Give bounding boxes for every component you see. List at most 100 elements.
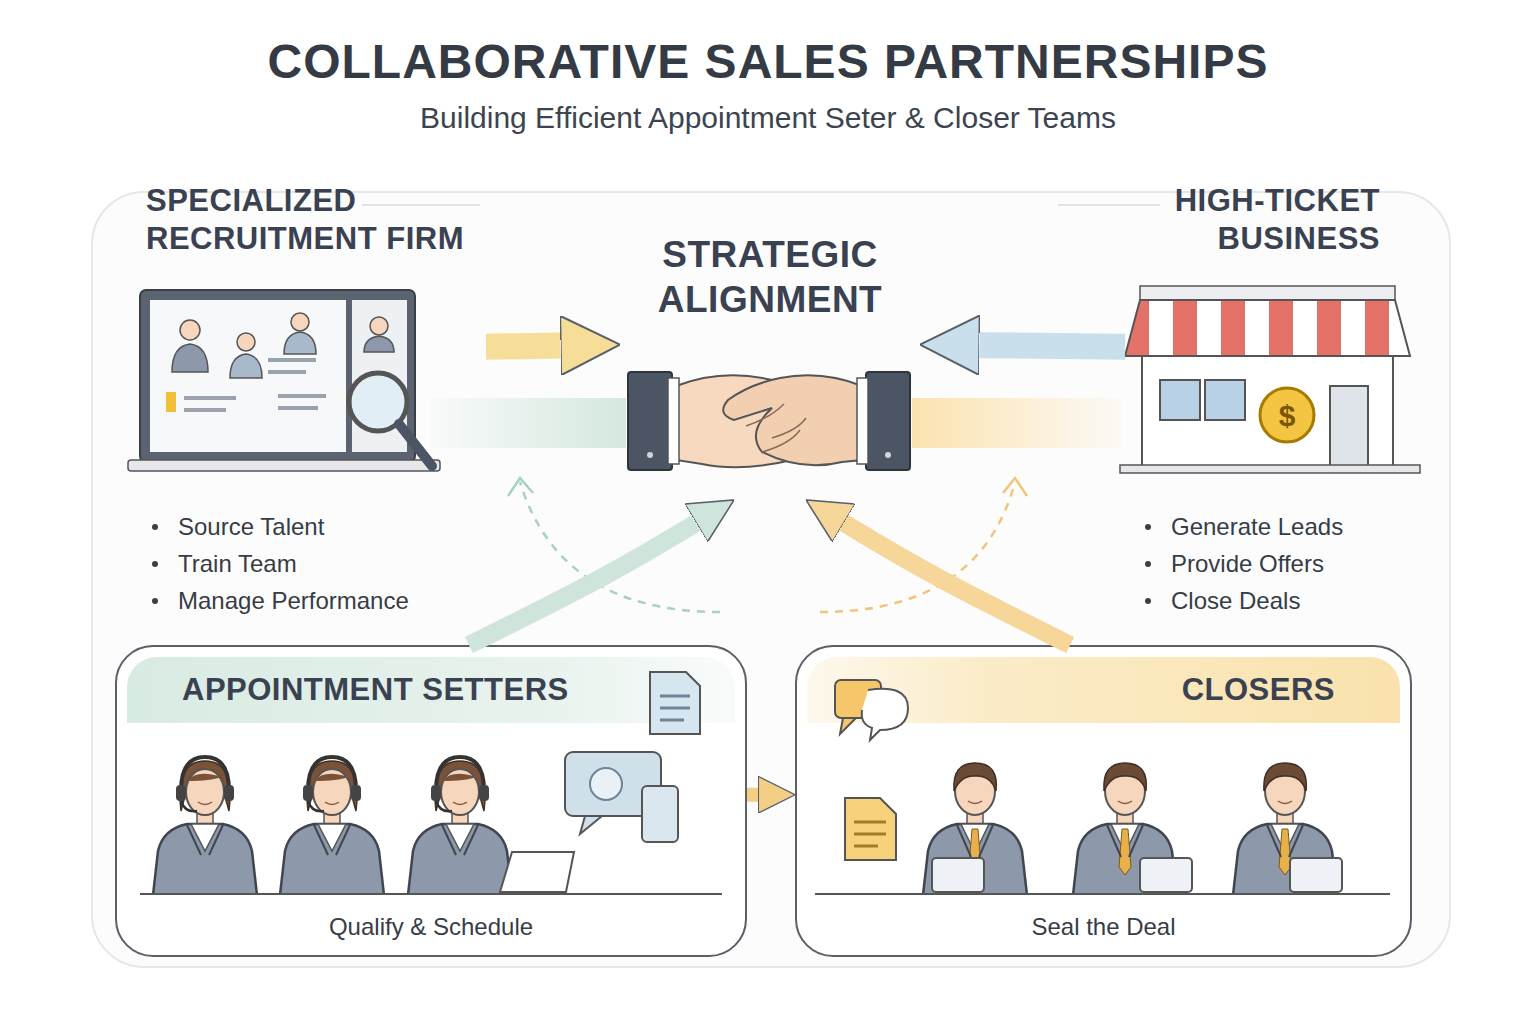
flow-arrow: [979, 345, 1125, 347]
setter-icons: [660, 707, 690, 710]
dashed-arc: [1003, 478, 1027, 496]
handshake: [647, 452, 653, 458]
closer-people: [1233, 763, 1337, 895]
closer-people: [815, 893, 1390, 895]
box-caption: Seal the Deal: [797, 913, 1410, 941]
bullet-dot: [1145, 524, 1151, 530]
recruitment-computer: [284, 332, 316, 354]
bullet-item: Generate Leads: [1145, 508, 1343, 545]
setter-people: [153, 757, 257, 895]
recruitment-computer: [237, 333, 255, 351]
storefront: [1120, 465, 1420, 473]
closer-icons: [835, 680, 881, 718]
setter-people: [408, 757, 512, 895]
handshake: [746, 404, 806, 452]
recruitment-computer: [128, 460, 440, 471]
closer-people: [1140, 858, 1192, 892]
closer-people: [923, 763, 1027, 895]
outer-panel: [1058, 204, 1160, 206]
recruitment-computer: [268, 358, 316, 362]
recruitment-computer: [399, 424, 432, 466]
alignment-node: STRATEGIC ALIGNMENT: [620, 232, 920, 500]
recruitment-computer: [150, 300, 346, 452]
flow-band: [430, 398, 626, 448]
closer-icons: [835, 680, 908, 860]
bullet-list: Source TalentTrain TeamManage Performanc…: [152, 508, 409, 619]
bullet-text: Generate Leads: [1171, 508, 1343, 545]
closer-icons: [845, 798, 896, 860]
header-band: APPOINTMENT SETTERS: [127, 657, 735, 723]
outer-panel: [362, 204, 480, 206]
setter-icons: [590, 768, 622, 800]
bullet-text: Manage Performance: [178, 582, 409, 619]
bullet-dot: [152, 524, 158, 530]
handshake: [628, 372, 910, 470]
flow-arrow: [747, 788, 758, 802]
recruitment-computer: [349, 373, 407, 431]
recruitment-computer: [278, 394, 326, 398]
handshake: [866, 372, 910, 470]
handshake: [723, 375, 862, 465]
dashed-arc: [520, 482, 720, 612]
coin-symbol: $: [1279, 399, 1296, 433]
bullet-item: Train Team: [152, 545, 409, 582]
bullet-dot: [1145, 561, 1151, 567]
bullet-list: Generate LeadsProvide OffersClose Deals: [1145, 508, 1343, 619]
business-panel: HIGH-TICKET BUSINESS Generate LeadsProvid…: [1125, 182, 1386, 619]
recruitment-computer: [184, 360, 326, 410]
handshake: [676, 375, 830, 467]
outer-panel: [92, 192, 1450, 967]
setter-icons: [660, 696, 690, 720]
storefront: [1160, 380, 1200, 420]
recruitment-computer: [268, 370, 306, 374]
recruitment-computer: [172, 344, 208, 372]
dashed-arc: [508, 478, 1027, 612]
setters-box: APPOINTMENT SETTERS Qualify & Schedule: [115, 645, 747, 957]
storefront: [1120, 286, 1420, 473]
closer-people: [1073, 763, 1177, 895]
setter-icons: [650, 672, 700, 734]
bullet-text: Source Talent: [178, 508, 324, 545]
closer-icons: [854, 845, 878, 848]
closer-icons: [854, 821, 886, 824]
box-heading: APPOINTMENT SETTERS: [182, 671, 569, 709]
setter-icons: [660, 719, 684, 722]
closer-people: [815, 763, 1390, 895]
recruitment-computer: [291, 313, 309, 331]
recruitment-computer: [184, 396, 236, 400]
setter-icons: [660, 695, 690, 698]
recruitment-computer: [364, 336, 394, 352]
outer-panel: [92, 192, 1450, 967]
storefront: [1142, 356, 1393, 466]
recruitment-computer: [352, 300, 407, 452]
panel-heading: SPECIALIZED RECRUITMENT FIRM: [140, 182, 486, 258]
bullet-text: Provide Offers: [1171, 545, 1324, 582]
storefront: [1330, 386, 1368, 466]
recruitment-computer: [370, 317, 388, 335]
handshake: [857, 378, 868, 464]
recruitment-computer: [166, 392, 176, 412]
handshake: [885, 452, 891, 458]
bullet-item: Manage Performance: [152, 582, 409, 619]
recruitment-computer: [128, 290, 440, 471]
setter-people: [140, 893, 722, 895]
storefront: [1260, 388, 1314, 442]
storefront: [1125, 300, 1410, 356]
closer-icons: [840, 718, 856, 734]
flow-arrow: [486, 346, 561, 347]
flow-band: [912, 398, 1122, 448]
setter-icons: [565, 752, 661, 816]
setter-people: [500, 852, 574, 892]
panel-heading: HIGH-TICKET BUSINESS: [1125, 182, 1386, 258]
recruitment-firm-panel: SPECIALIZED RECRUITMENT FIRM Source Talen…: [140, 182, 486, 619]
subtitle: Building Efficient Appointment Seter & C…: [420, 101, 1116, 135]
box-caption: Qualify & Schedule: [117, 913, 745, 941]
recruitment-computer: [140, 290, 415, 462]
closer-icons: [854, 833, 886, 836]
bullet-text: Train Team: [178, 545, 297, 582]
flow-band: [430, 398, 1122, 448]
